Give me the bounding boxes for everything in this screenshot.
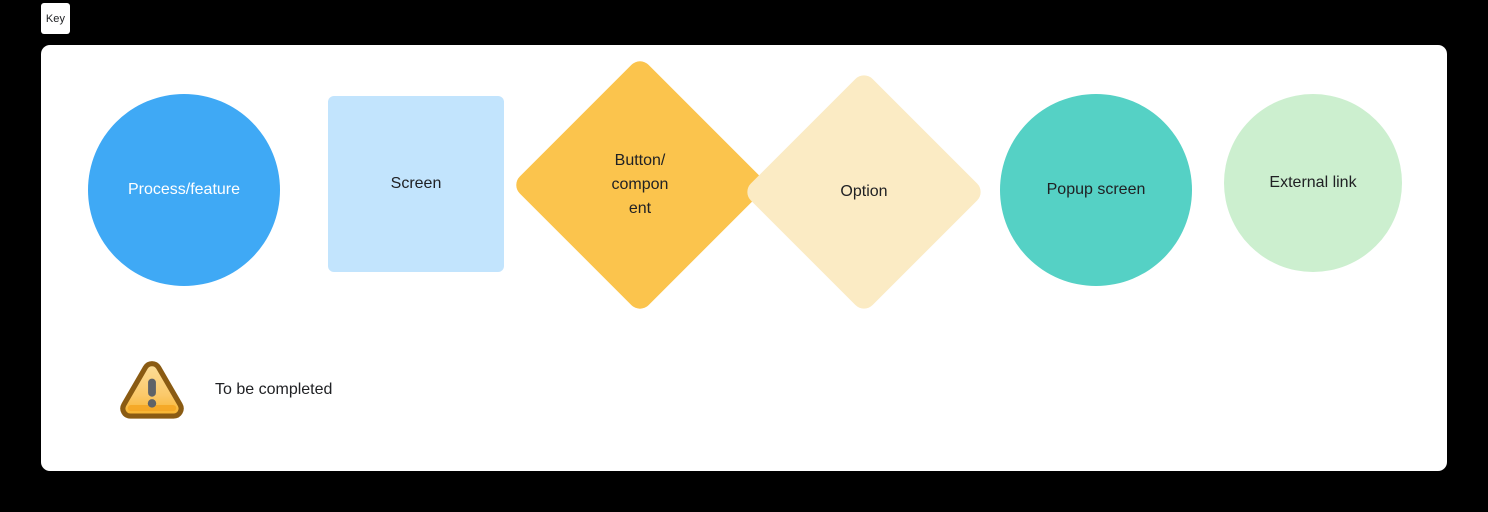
rounded-rect-shape [328,96,504,272]
warning-triangle-icon [120,361,184,419]
legend-item-screen[interactable]: Screen [328,96,504,272]
key-tab[interactable]: Key [41,3,70,34]
note-text: To be completed [215,381,333,398]
circle-shape [1224,94,1402,272]
diamond-shape [511,56,769,314]
legend-item-button-component[interactable]: Button/ compon ent [511,56,769,314]
legend-item-popup-screen[interactable]: Popup screen [1000,94,1192,286]
circle-shape [88,94,280,286]
to-be-completed-note: To be completed [119,357,332,423]
legend-item-external-link[interactable]: External link [1224,94,1402,272]
diamond-shape [742,70,986,314]
key-card: Process/feature Screen Button/ compon en… [41,45,1447,471]
legend-item-process-feature[interactable]: Process/feature [88,94,280,286]
legend-item-option[interactable]: Option [742,70,986,314]
key-tab-label: Key [45,12,66,25]
circle-shape [1000,94,1192,286]
